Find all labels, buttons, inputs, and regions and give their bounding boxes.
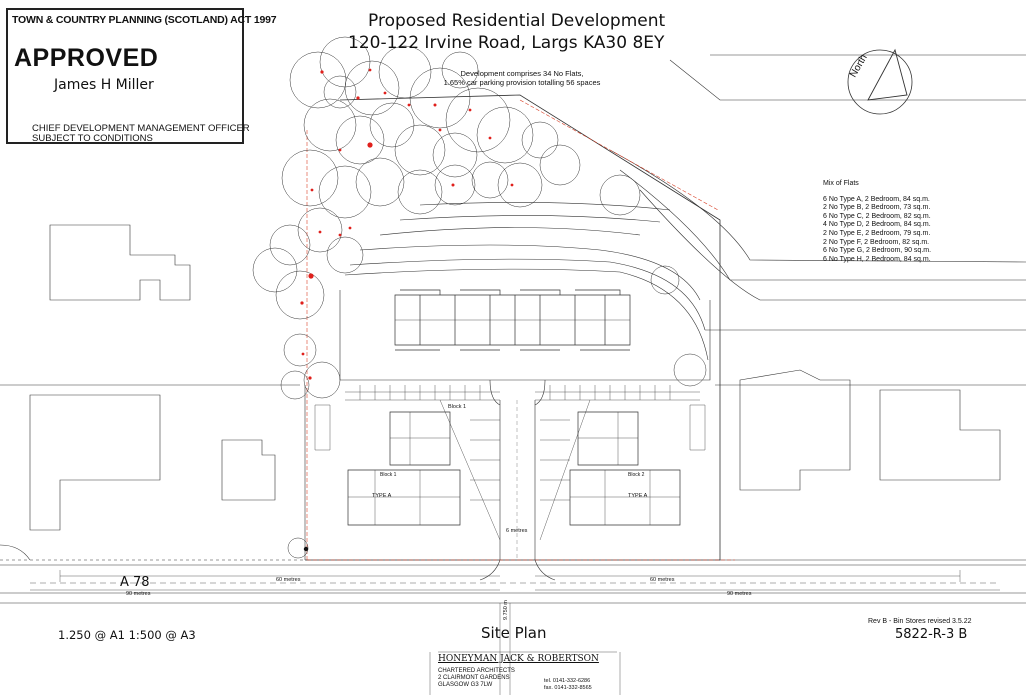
development-note-line1: Development comprises 34 No Flats, bbox=[460, 69, 584, 78]
architect-fax: fax. 0141-332-8565 bbox=[544, 685, 592, 691]
dimension-label: 90 metres bbox=[727, 591, 752, 597]
mix-item: 4 No Type D, 2 Bedroom, 84 sq.m. bbox=[823, 221, 931, 229]
block-label: Block 1 bbox=[380, 472, 397, 478]
dimension-label: 6 metres bbox=[506, 528, 528, 534]
flat-type-label: TYPE A bbox=[372, 493, 392, 499]
stamp-role: CHIEF DEVELOPMENT MANAGEMENT OFFICER SUB… bbox=[32, 124, 250, 144]
mix-of-flats-schedule: Mix of Flats 6 No Type A, 2 Bedroom, 84 … bbox=[823, 180, 931, 264]
architect-address-line: CHARTERED ARCHITECTS bbox=[438, 668, 515, 674]
stamp-status: APPROVED bbox=[14, 44, 159, 72]
flat-type-label: TYPE A bbox=[628, 493, 648, 499]
road-label: A 78 bbox=[120, 575, 150, 590]
mix-item: 2 No Type B, 2 Bedroom, 73 sq.m. bbox=[823, 204, 931, 212]
dimension-label: 90 metres bbox=[126, 591, 151, 597]
architect-contact: tel. 0141-332-6286 fax. 0141-332-8565 bbox=[544, 678, 592, 692]
mix-heading: Mix of Flats bbox=[823, 180, 859, 187]
mix-item: 6 No Type C, 2 Bedroom, 82 sq.m. bbox=[823, 212, 931, 220]
mix-item: 2 No Type E, 2 Bedroom, 79 sq.m. bbox=[823, 229, 931, 237]
sheet-title: Site Plan bbox=[481, 624, 547, 642]
dimension-label: 60 metres bbox=[276, 577, 301, 583]
architect-address-line: 2 CLAIRMONT GARDENS bbox=[438, 675, 510, 681]
architect-address-line: GLASGOW G3 7LW bbox=[438, 682, 493, 688]
drawing-title-line2: 120-122 Irvine Road, Largs KA30 8EY bbox=[348, 33, 665, 53]
drawing-title-line1: Proposed Residential Development bbox=[368, 11, 666, 31]
mix-item: 6 No Type A, 2 Bedroom, 84 sq.m. bbox=[823, 195, 930, 203]
stamp-header: TOWN & COUNTRY PLANNING (SCOTLAND) ACT 1… bbox=[12, 14, 277, 26]
architect-address: CHARTERED ARCHITECTS 2 CLAIRMONT GARDENS… bbox=[438, 668, 515, 689]
architect-tel: tel. 0141-332-6286 bbox=[544, 678, 591, 684]
dimension-label: 9.750 m bbox=[503, 600, 509, 620]
mix-item: 2 No Type F, 2 Bedroom, 82 sq.m. bbox=[823, 238, 930, 246]
dimension-label: 60 metres bbox=[650, 577, 675, 583]
mix-item: 6 No Type H, 2 Bedroom, 84 sq.m. bbox=[823, 255, 931, 263]
drawing-number: 5822-R-3 B bbox=[895, 627, 968, 642]
development-note-line2: 1.65% car parking provision totalling 56… bbox=[443, 78, 601, 87]
architect-firm-name: HONEYMAN JACK & ROBERTSON bbox=[438, 654, 599, 664]
block-label: Block 2 bbox=[628, 472, 645, 478]
block-label: Block 1 bbox=[448, 404, 467, 410]
scale-note: 1.250 @ A1 1:500 @ A3 bbox=[58, 628, 196, 642]
mix-item: 6 No Type G, 2 Bedroom, 90 sq.m. bbox=[823, 247, 932, 255]
revision-note: Rev B - Bin Stores revised 3.5.22 bbox=[868, 618, 972, 625]
stamp-role-line2: SUBJECT TO CONDITIONS bbox=[32, 133, 153, 144]
approval-stamp: TOWN & COUNTRY PLANNING (SCOTLAND) ACT 1… bbox=[6, 8, 277, 144]
development-note: Development comprises 34 No Flats, 1.65%… bbox=[432, 69, 612, 87]
stamp-signatory: James H Miller bbox=[54, 77, 154, 93]
stamp-role-line1: CHIEF DEVELOPMENT MANAGEMENT OFFICER bbox=[32, 123, 250, 134]
